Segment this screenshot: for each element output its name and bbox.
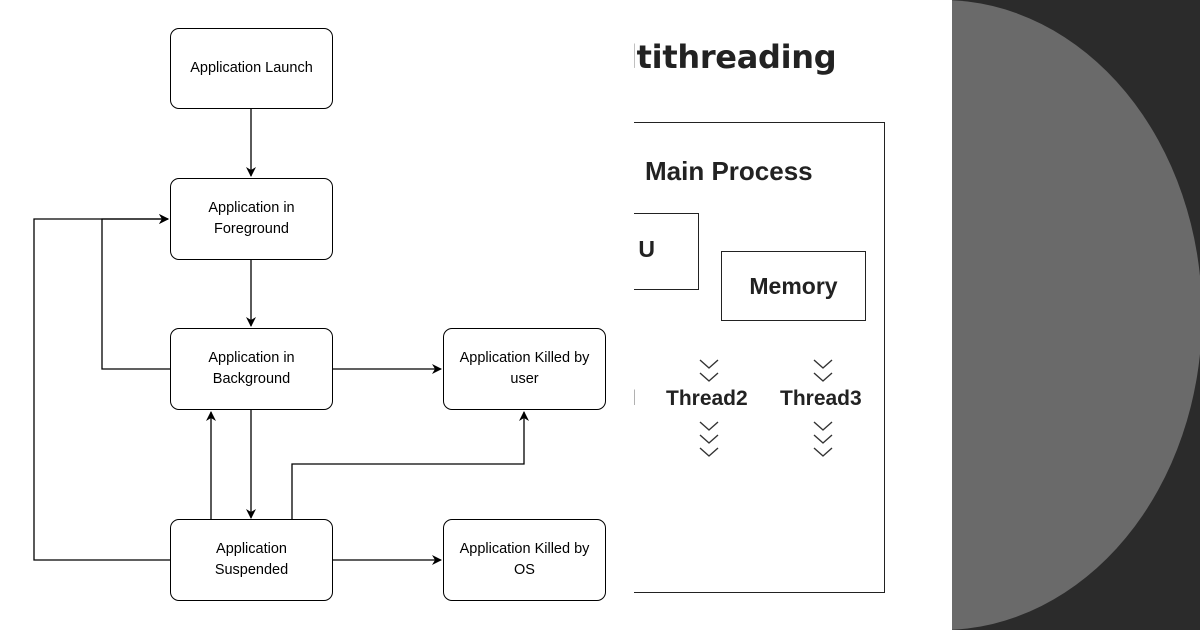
- chevron-down-icon: [813, 447, 833, 457]
- edge-background-to-foreground: [101, 214, 170, 370]
- thread3-label: Thread3: [780, 387, 862, 410]
- cpu-box: U: [634, 213, 699, 290]
- node-label: Application Killed by user: [459, 350, 590, 387]
- node-label: Application in Background: [208, 350, 295, 387]
- node-label: Application Launch: [190, 60, 313, 76]
- chevron-down-icon: [699, 359, 719, 369]
- cpu-label: U: [638, 236, 655, 262]
- decorative-circle: [952, 0, 1200, 630]
- edge-suspended-to-foreground: [33, 214, 170, 561]
- edge-suspended-to-killed-user: [291, 411, 529, 519]
- memory-box: Memory: [721, 251, 866, 321]
- node-application-background: Application in Background: [170, 328, 333, 410]
- memory-label: Memory: [749, 272, 838, 299]
- node-killed-by-os: Application Killed by OS: [443, 519, 606, 601]
- node-application-foreground: Application in Foreground: [170, 178, 333, 260]
- chevron-down-icon: [813, 434, 833, 444]
- chevron-down-icon: [813, 421, 833, 431]
- node-label: Application Suspended: [214, 541, 289, 578]
- app-lifecycle-flowchart: Application Launch Application in Foregr…: [33, 28, 606, 601]
- main-process-label: Main Process: [645, 156, 813, 186]
- decorative-panel: [952, 0, 1200, 630]
- node-label: Application Killed by OS: [459, 541, 590, 578]
- chevron-down-icon: [699, 434, 719, 444]
- node-label: Application in Foreground: [208, 200, 295, 237]
- chevron-down-icon: [699, 372, 719, 382]
- node-application-launch: Application Launch: [170, 28, 333, 109]
- thread-chevrons: [699, 359, 833, 457]
- thread1-label: l: [634, 387, 636, 411]
- chevron-down-icon: [699, 421, 719, 431]
- chevron-down-icon: [813, 359, 833, 369]
- multithreading-slide: ltithreading Main Process U Memory l Thr…: [634, 0, 952, 630]
- node-application-suspended: Application Suspended: [170, 519, 333, 601]
- node-killed-by-user: Application Killed by user: [443, 328, 606, 410]
- flowchart-connectors: [33, 109, 529, 565]
- chevron-down-icon: [813, 372, 833, 382]
- main-process-frame: [634, 122, 885, 593]
- slide-title: ltithreading: [634, 38, 837, 76]
- thread2-label: Thread2: [666, 387, 748, 410]
- chevron-down-icon: [699, 447, 719, 457]
